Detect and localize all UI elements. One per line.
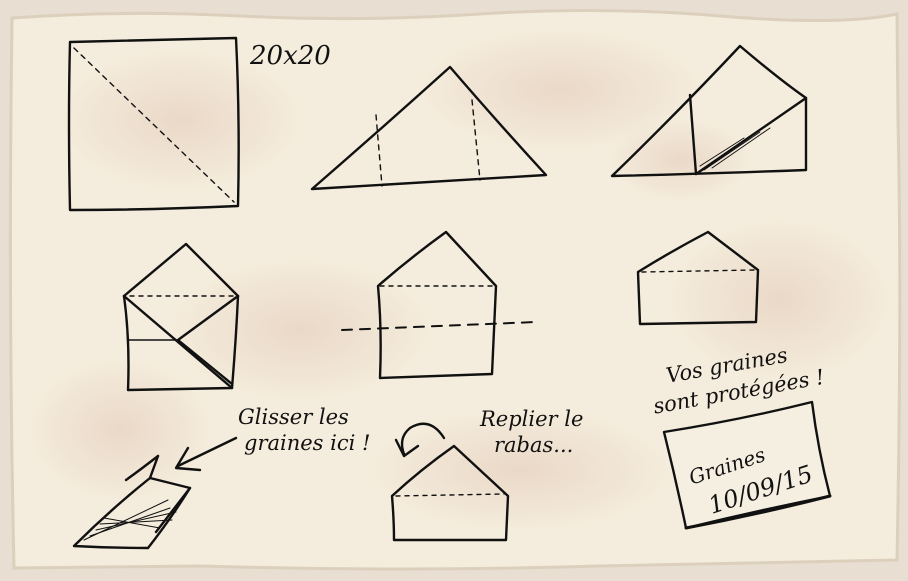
fold-flap-line-2: rabas...	[494, 433, 573, 457]
size-label: 20x20	[249, 41, 331, 71]
slide-seeds-line-1: Glisser les	[238, 405, 349, 429]
slide-seeds-line-2: graines ici !	[244, 431, 370, 455]
fold-flap-line-1: Replier le	[479, 407, 583, 431]
